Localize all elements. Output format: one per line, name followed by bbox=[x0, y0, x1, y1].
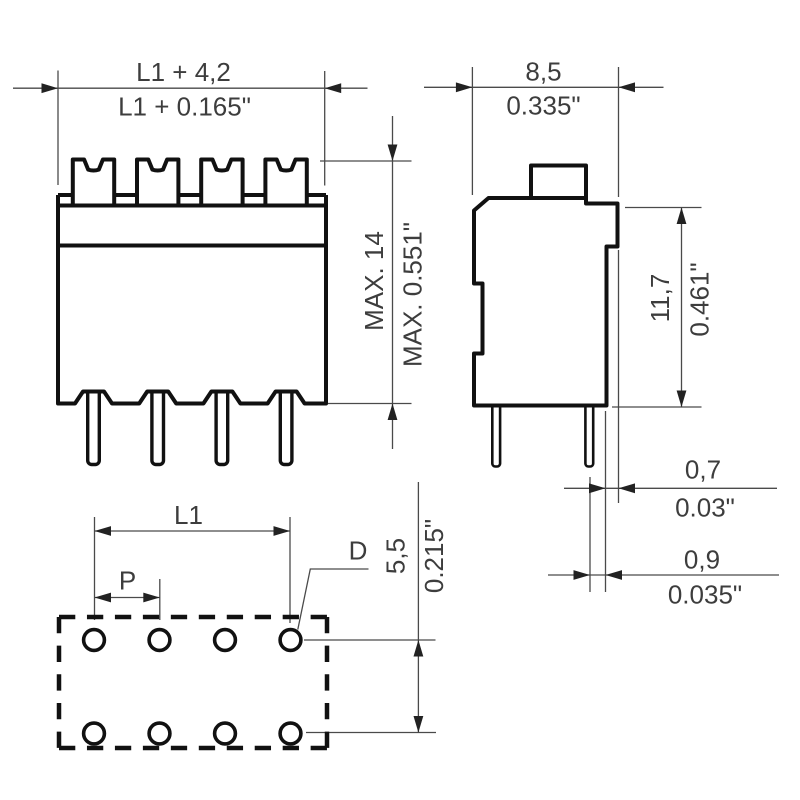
svg-text:P: P bbox=[119, 566, 136, 596]
svg-text:5,5: 5,5 bbox=[381, 538, 411, 574]
svg-text:0,7: 0,7 bbox=[685, 455, 721, 485]
svg-text:D: D bbox=[349, 536, 368, 566]
svg-text:8,5: 8,5 bbox=[525, 57, 561, 87]
svg-text:0.461": 0.461" bbox=[685, 262, 715, 336]
svg-text:L1: L1 bbox=[174, 500, 203, 530]
svg-text:MAX. 14: MAX. 14 bbox=[359, 231, 389, 331]
svg-text:0.03": 0.03" bbox=[675, 493, 735, 523]
svg-text:0,9: 0,9 bbox=[684, 545, 720, 575]
svg-text:0.215": 0.215" bbox=[419, 519, 449, 593]
svg-text:0.335": 0.335" bbox=[506, 91, 580, 121]
svg-text:0.035": 0.035" bbox=[668, 580, 742, 610]
svg-text:L1 + 4,2: L1 + 4,2 bbox=[136, 57, 231, 87]
svg-text:11,7: 11,7 bbox=[645, 274, 675, 323]
svg-text:L1 + 0.165": L1 + 0.165" bbox=[118, 92, 251, 122]
svg-text:MAX. 0.551": MAX. 0.551" bbox=[398, 222, 428, 367]
